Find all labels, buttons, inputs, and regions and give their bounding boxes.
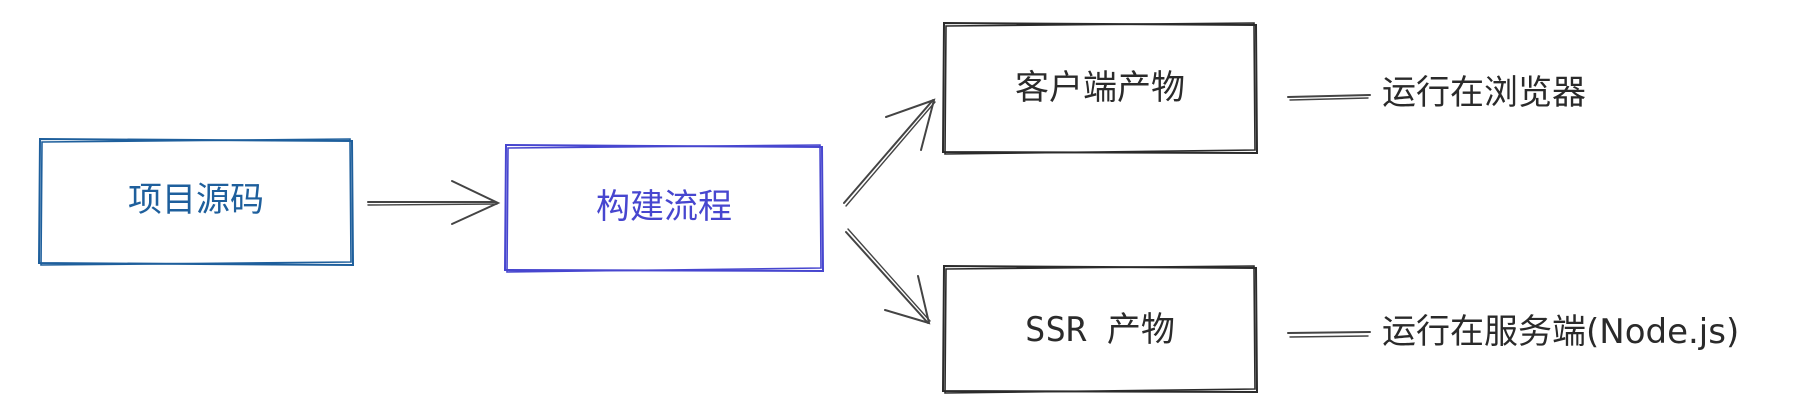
arrow-build-to-ssr (845, 228, 931, 325)
build-node-label: 构建流程 (596, 187, 732, 227)
arrow-build-to-client (843, 98, 936, 207)
source-node: 项目源码 (37, 137, 355, 267)
client-output-label: 客户端产物 (1015, 68, 1185, 108)
source-node-label: 项目源码 (128, 180, 264, 220)
arrow-source-to-build (367, 180, 501, 225)
connector-client-note (1287, 94, 1371, 101)
ssr-output-node: SSR 产物 (941, 264, 1259, 394)
client-output-node: 客户端产物 (941, 21, 1259, 155)
client-runtime-note: 运行在浏览器 (1382, 73, 1586, 113)
connector-ssr-note (1287, 331, 1371, 338)
ssr-output-label: SSR 产物 (1025, 310, 1175, 350)
ssr-runtime-note: 运行在服务端(Node.js) (1382, 312, 1739, 352)
build-node: 构建流程 (503, 143, 825, 273)
